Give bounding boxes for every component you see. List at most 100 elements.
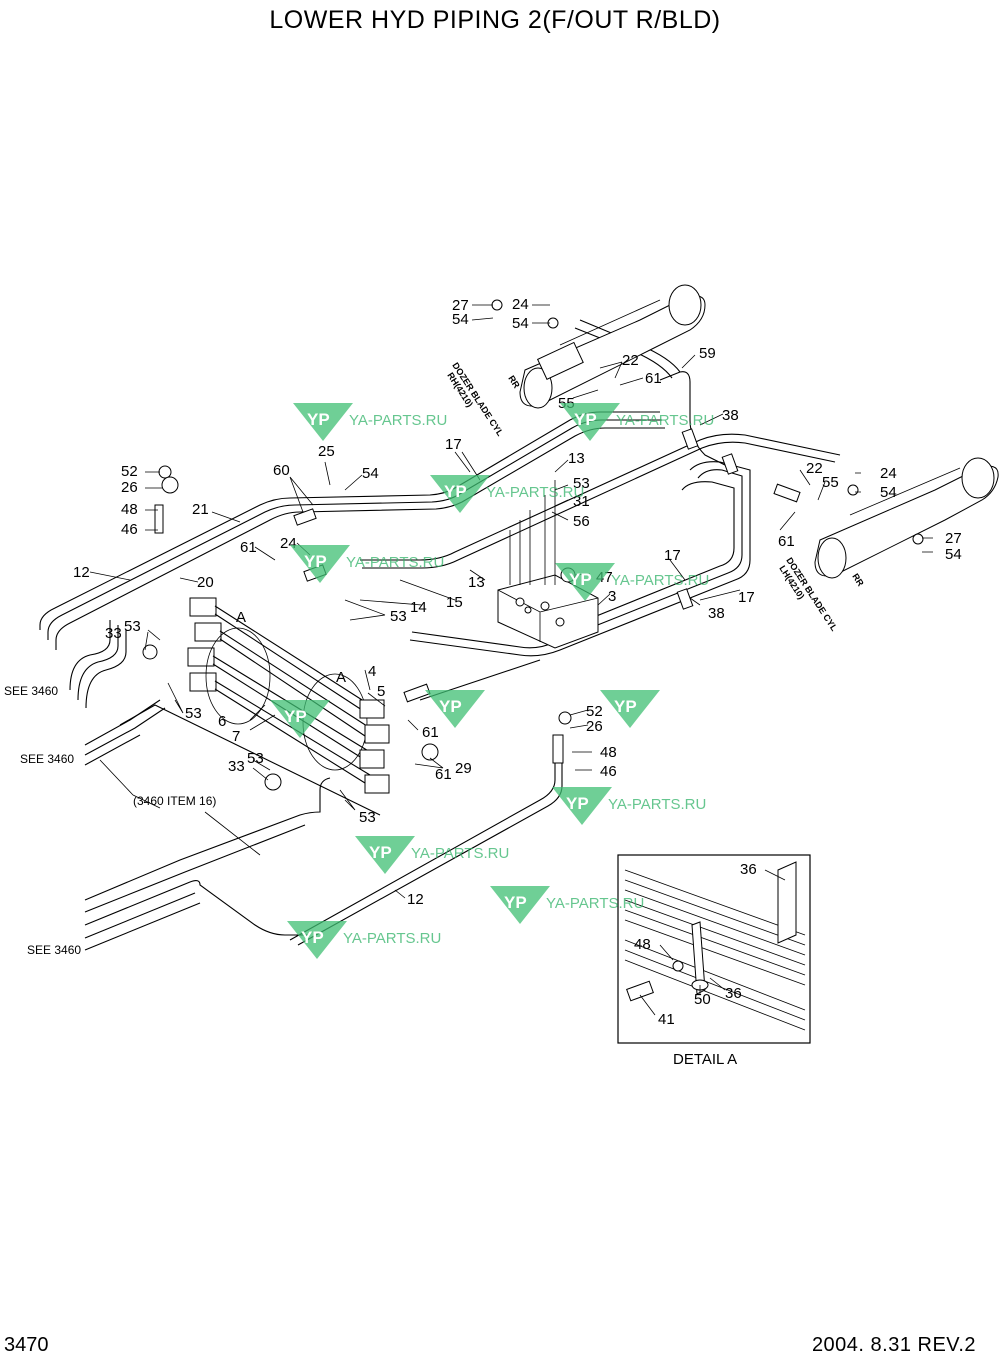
callout-5: 5 <box>377 683 385 700</box>
callout-59: 59 <box>699 345 716 362</box>
callout-7: 7 <box>232 728 240 745</box>
callout-56: 56 <box>573 513 590 530</box>
detail-callout-50: 50 <box>694 991 711 1008</box>
callout-13: 13 <box>568 450 585 467</box>
svg-text:YP: YP <box>439 697 462 716</box>
cyl-rh-rr-label: RR <box>506 374 522 391</box>
callout-53: 53 <box>359 809 376 826</box>
callout-52: 52 <box>586 703 603 720</box>
callout-53: 53 <box>573 475 590 492</box>
callout-22: 22 <box>622 352 639 369</box>
watermark-logo: YP YA-PARTS.RU <box>290 545 444 583</box>
detail-callout-36b: 36 <box>725 985 742 1002</box>
svg-text:YP: YP <box>304 552 327 571</box>
svg-text:YP: YP <box>614 697 637 716</box>
callout-27: 27 <box>452 297 469 314</box>
callout-46: 46 <box>121 521 138 538</box>
callout-17: 17 <box>738 589 755 606</box>
detail-callout-48: 48 <box>634 936 651 953</box>
watermark-logo: YP YA-PARTS.RU <box>355 836 509 874</box>
callout-38: 38 <box>708 605 725 622</box>
svg-text:YA-PARTS.RU: YA-PARTS.RU <box>611 572 709 589</box>
watermark-logo: YP <box>270 700 330 738</box>
page-number: 3470 <box>4 1334 49 1356</box>
callout-61: 61 <box>778 533 795 550</box>
svg-text:YA-PARTS.RU: YA-PARTS.RU <box>346 554 444 571</box>
left-manifold <box>187 597 390 794</box>
svg-text:YA-PARTS.RU: YA-PARTS.RU <box>546 895 644 912</box>
callout-55: 55 <box>822 474 839 491</box>
callout-53: 53 <box>185 705 202 722</box>
callout-6: 6 <box>218 713 226 730</box>
callout-33: 33 <box>228 758 245 775</box>
callout-46: 46 <box>600 763 617 780</box>
callout-48: 48 <box>121 501 138 518</box>
svg-text:YP: YP <box>307 410 330 429</box>
section-mark-a-2: A <box>336 669 346 686</box>
detail-caption: DETAIL A <box>673 1051 737 1068</box>
pipe-bundle-middle <box>360 319 841 657</box>
cyl-lh-rr-label: RR <box>850 572 866 589</box>
leader-lines <box>89 304 933 1016</box>
detail-callout-36: 36 <box>740 861 757 878</box>
callout-26: 26 <box>121 479 138 496</box>
watermark-logo: YP YA-PARTS.RU <box>552 787 706 825</box>
callout-25: 25 <box>318 443 335 460</box>
see-ref-2: SEE 3460 <box>20 752 74 766</box>
detail-a <box>617 854 811 1044</box>
watermark-logo: YP YA-PARTS.RU <box>560 403 714 441</box>
callout-12: 12 <box>407 891 424 908</box>
see-ref-3: SEE 3460 <box>27 943 81 957</box>
callout-48: 48 <box>600 744 617 761</box>
callout-54: 54 <box>362 465 379 482</box>
watermarks: YP YA-PARTS.RU YP YA-PARTS.RU YP YA-PART… <box>270 403 714 959</box>
callout-61: 61 <box>240 539 257 556</box>
svg-text:YA-PARTS.RU: YA-PARTS.RU <box>343 930 441 947</box>
svg-text:YA-PARTS.RU: YA-PARTS.RU <box>411 845 509 862</box>
callout-20: 20 <box>197 574 214 591</box>
callout-12: 12 <box>73 564 90 581</box>
watermark-logo: YP <box>600 690 660 728</box>
svg-text:YP: YP <box>504 893 527 912</box>
watermark-logo: YP YA-PARTS.RU <box>430 475 584 513</box>
callout-60: 60 <box>273 462 290 479</box>
callout-38: 38 <box>722 407 739 424</box>
callout-61: 61 <box>435 766 452 783</box>
see-ref-item16: (3460 ITEM 16) <box>133 794 216 808</box>
callout-15: 15 <box>446 594 463 611</box>
svg-text:YP: YP <box>301 928 324 947</box>
svg-text:YA-PARTS.RU: YA-PARTS.RU <box>616 412 714 429</box>
cyl-rh-label-1: DOZER BLADE CYL <box>450 361 505 439</box>
callout-27: 27 <box>945 530 962 547</box>
svg-text:YP: YP <box>284 707 307 726</box>
svg-text:RR: RR <box>850 572 866 589</box>
svg-text:RR: RR <box>506 374 522 391</box>
svg-text:YP: YP <box>369 843 392 862</box>
watermark-logo: YP YA-PARTS.RU <box>555 563 709 601</box>
callout-22: 22 <box>806 460 823 477</box>
watermark-logo: YP YA-PARTS.RU <box>293 403 447 441</box>
callout-33: 33 <box>105 625 122 642</box>
callout-31: 31 <box>573 493 590 510</box>
callout-24: 24 <box>512 296 529 313</box>
callout-14: 14 <box>410 599 427 616</box>
callout-4: 4 <box>368 663 376 680</box>
svg-text:YP: YP <box>569 570 592 589</box>
callout-61: 61 <box>422 724 439 741</box>
svg-text:DOZER BLADE CYL: DOZER BLADE CYL <box>450 361 505 439</box>
callout-24: 24 <box>880 465 897 482</box>
callout-21: 21 <box>192 501 209 518</box>
svg-text:YP: YP <box>444 482 467 501</box>
callout-61: 61 <box>645 370 662 387</box>
see-ref-1: SEE 3460 <box>4 684 58 698</box>
callout-17: 17 <box>445 436 462 453</box>
svg-text:YP: YP <box>566 794 589 813</box>
callout-54: 54 <box>512 315 529 332</box>
svg-text:YA-PARTS.RU: YA-PARTS.RU <box>486 484 584 501</box>
callout-17: 17 <box>664 547 681 564</box>
svg-text:YA-PARTS.RU: YA-PARTS.RU <box>608 796 706 813</box>
callout-53: 53 <box>247 750 264 767</box>
callout-54: 54 <box>880 484 897 501</box>
callout-13: 13 <box>468 574 485 591</box>
detail-callout-41: 41 <box>658 1011 675 1028</box>
